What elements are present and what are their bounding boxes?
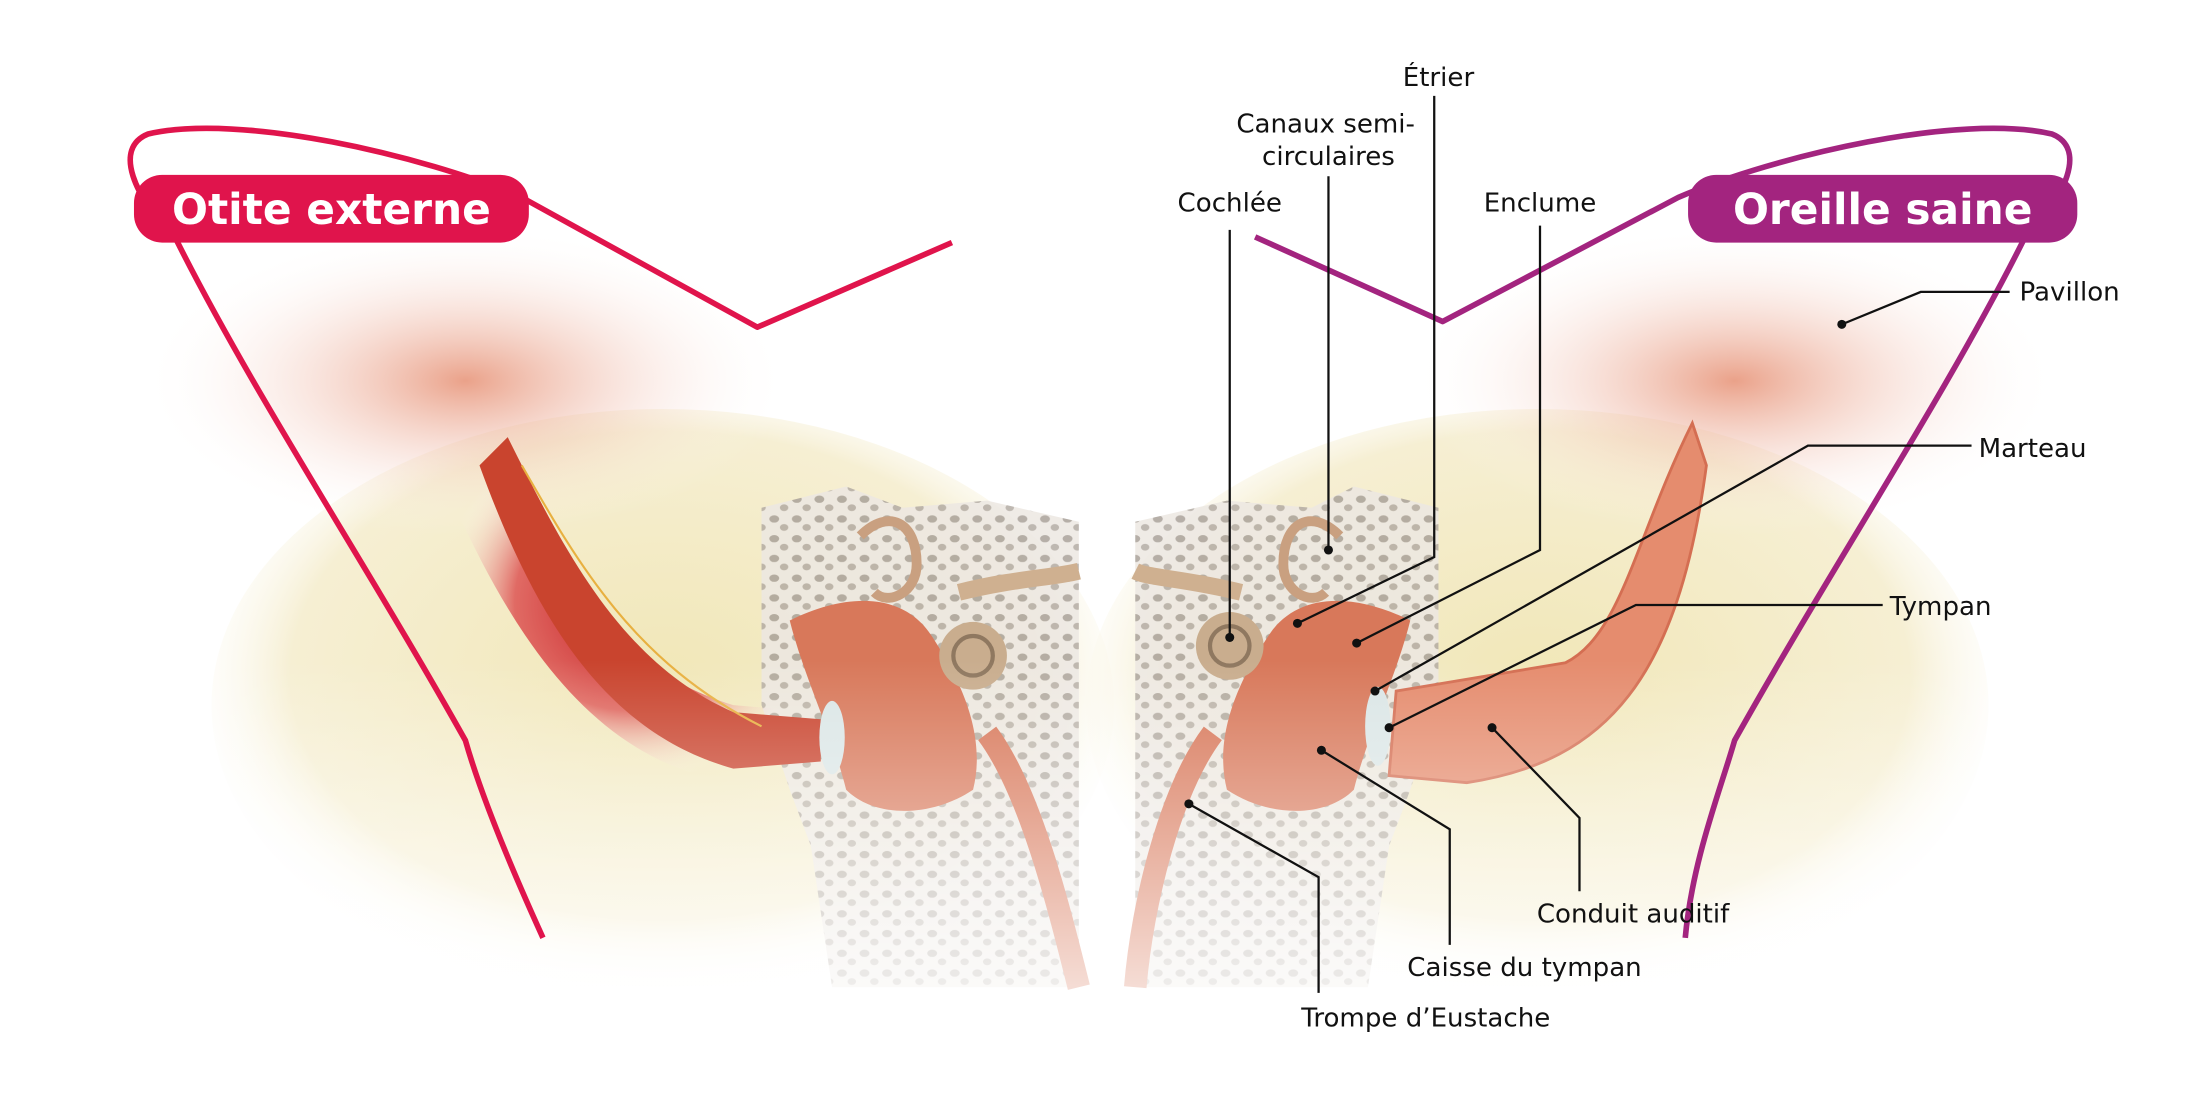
label-trompe-eustache: Trompe d’Eustache	[1300, 1004, 1550, 1034]
badge-otite-externe-text: Otite externe	[172, 185, 491, 234]
leader-tympan	[1388, 603, 1883, 729]
badge-oreille-saine-text: Oreille saine	[1733, 185, 2032, 234]
label-tympan: Tympan	[1889, 592, 1992, 622]
label-pavillon: Pavillon	[2019, 277, 2119, 307]
infected-ear-illustration	[0, 0, 1115, 1100]
healthy-ear-illustration	[1085, 0, 2200, 1100]
label-etrier: Étrier	[1403, 61, 1475, 93]
leader-etrier	[1296, 95, 1436, 625]
label-caisse-du-tympan: Caisse du tympan	[1407, 953, 1641, 983]
leader-conduit	[1491, 726, 1581, 892]
badge-oreille-saine: Oreille saine	[1688, 174, 2078, 243]
label-conduit-auditif: Conduit auditif	[1537, 899, 1730, 929]
leader-trompe	[1188, 802, 1320, 993]
label-canaux-line2: circulaires	[1262, 142, 1395, 172]
labels: Étrier Canaux semi- circulaires Cochlée …	[1178, 61, 2120, 1034]
label-enclume: Enclume	[1484, 189, 1597, 219]
badge-otite-externe: Otite externe	[133, 174, 529, 243]
label-cochlee: Cochlée	[1178, 189, 1282, 219]
leader-lines	[1184, 95, 2010, 993]
label-canaux-line1: Canaux semi-	[1236, 110, 1415, 140]
label-marteau: Marteau	[1979, 434, 2087, 464]
leader-caisse	[1320, 749, 1451, 945]
leader-marteau	[1374, 444, 1972, 693]
leader-pavillon	[1841, 290, 2010, 326]
leader-enclume	[1356, 225, 1542, 645]
